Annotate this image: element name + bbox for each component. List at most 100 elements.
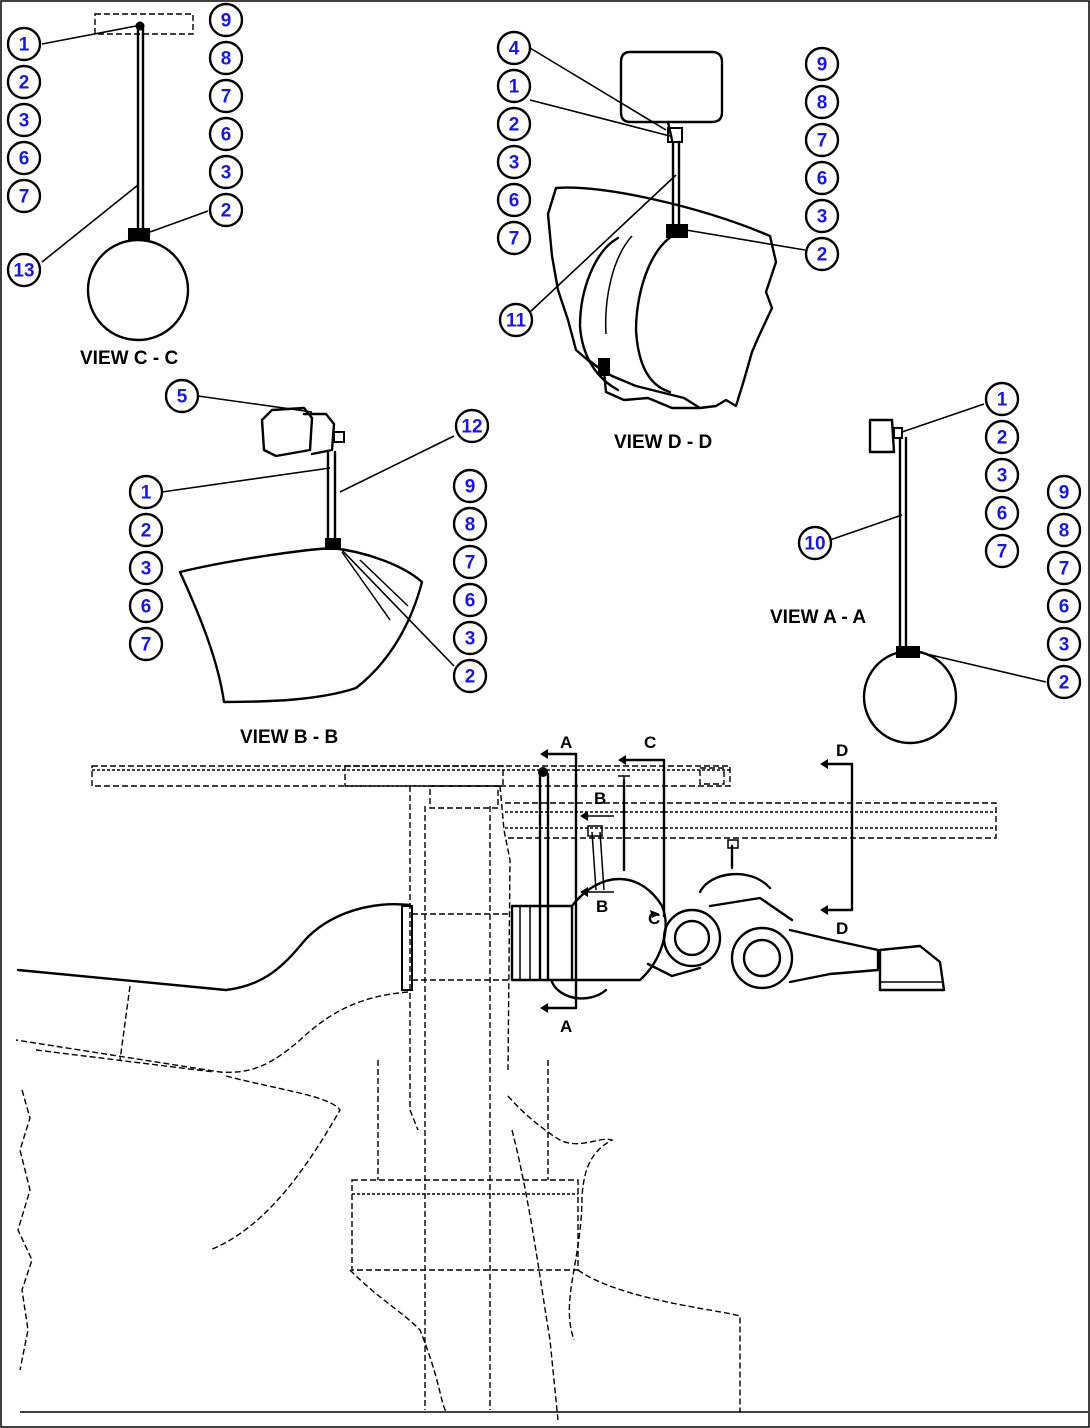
- svg-text:6: 6: [465, 591, 476, 612]
- view-c-callout-right-1: 8: [208, 40, 244, 76]
- view-b-callout-right-0: 12: [454, 408, 490, 444]
- svg-text:6: 6: [997, 504, 1008, 525]
- section-a-bottom: A: [560, 1017, 572, 1036]
- svg-text:1: 1: [997, 390, 1008, 411]
- svg-text:7: 7: [1059, 559, 1070, 580]
- section-c-bottom: C: [648, 909, 660, 928]
- svg-text:9: 9: [1059, 483, 1070, 504]
- view-b-callout-right-4: 6: [452, 582, 488, 618]
- view-c-drawing: [41, 13, 209, 342]
- svg-text:6: 6: [141, 597, 152, 618]
- view-b-callout-left-3: 3: [128, 550, 164, 586]
- view-d-callout-left-4: 6: [496, 182, 532, 218]
- svg-text:9: 9: [817, 55, 828, 76]
- svg-text:9: 9: [221, 11, 232, 32]
- view-d-callout-left-1: 1: [496, 68, 532, 104]
- svg-text:2: 2: [1059, 673, 1070, 694]
- svg-text:6: 6: [19, 149, 30, 170]
- svg-text:3: 3: [817, 207, 828, 228]
- view-a-callout-10: 10: [797, 525, 833, 561]
- svg-text:2: 2: [997, 428, 1008, 449]
- view-d-callout-11: 11: [498, 302, 534, 338]
- view-a-callout-right-0: 9: [1046, 474, 1082, 510]
- view-a-callout-left-3: 6: [984, 495, 1020, 531]
- view-c-callout-right-3: 6: [208, 116, 244, 152]
- view-a-callout-right-5: 2: [1046, 664, 1082, 700]
- section-d-top: D: [836, 741, 848, 760]
- view-c-callout-left-0: 1: [6, 26, 42, 62]
- view-d-callout-right-5: 2: [804, 236, 840, 272]
- svg-text:2: 2: [817, 245, 828, 266]
- view-c-callout-left-2: 3: [6, 102, 42, 138]
- svg-text:13: 13: [13, 261, 34, 282]
- svg-text:2: 2: [509, 115, 520, 136]
- svg-text:12: 12: [461, 417, 482, 438]
- view-b-callout-left-4: 6: [128, 588, 164, 624]
- svg-text:4: 4: [509, 39, 520, 60]
- section-a-top: A: [560, 733, 572, 752]
- view-b-drawing: [161, 395, 455, 704]
- svg-text:6: 6: [221, 125, 232, 146]
- svg-text:8: 8: [817, 93, 828, 114]
- section-b-top: B: [594, 789, 606, 808]
- view-d-label: VIEW D - D: [614, 432, 712, 453]
- view-b-callout-left-1: 1: [128, 474, 164, 510]
- view-a-callout-left-4: 7: [984, 533, 1020, 569]
- svg-text:7: 7: [465, 553, 476, 574]
- view-b-callout-left-0: 5: [164, 378, 200, 414]
- svg-text:3: 3: [141, 559, 152, 580]
- view-c-callout-right-5: 2: [208, 192, 244, 228]
- view-d-callout-left-0: 4: [496, 30, 532, 66]
- view-a-callout-left-2: 3: [984, 457, 1020, 493]
- svg-text:8: 8: [1059, 521, 1070, 542]
- view-b-callout-right-2: 8: [452, 506, 488, 542]
- view-d-callout-left-3: 3: [496, 144, 532, 180]
- view-b-callout-left-2: 2: [128, 512, 164, 548]
- view-c-callout-right-0: 9: [208, 2, 244, 38]
- view-a-callout-right-1: 8: [1046, 512, 1082, 548]
- svg-text:9: 9: [465, 477, 476, 498]
- svg-text:7: 7: [997, 542, 1008, 563]
- svg-text:2: 2: [19, 73, 30, 94]
- svg-text:8: 8: [465, 515, 476, 536]
- svg-text:11: 11: [506, 311, 527, 332]
- view-c-callout-left-4: 7: [6, 178, 42, 214]
- view-c-callout-left-3: 6: [6, 140, 42, 176]
- view-a-callout-right-2: 7: [1046, 550, 1082, 586]
- main-assembly-drawing: [15, 749, 1088, 1421]
- view-c-callout-13: 13: [6, 252, 42, 288]
- svg-text:7: 7: [509, 229, 520, 250]
- svg-text:3: 3: [221, 163, 232, 184]
- svg-text:1: 1: [509, 77, 520, 98]
- svg-text:6: 6: [1059, 597, 1070, 618]
- view-d-drawing: [529, 47, 806, 410]
- svg-text:1: 1: [141, 483, 152, 504]
- view-c-callout-right-2: 7: [208, 78, 244, 114]
- svg-text:6: 6: [509, 191, 520, 212]
- view-a-callout-left-1: 2: [984, 419, 1020, 455]
- callout-layer: 1236798763213412367987632115123671298763…: [6, 2, 1082, 700]
- view-a-callout-right-4: 3: [1046, 626, 1082, 662]
- svg-text:7: 7: [221, 87, 232, 108]
- view-d-callout-left-5: 7: [496, 220, 532, 256]
- view-b-callout-right-6: 2: [452, 658, 488, 694]
- view-b-callout-right-3: 7: [452, 544, 488, 580]
- view-b-callout-right-5: 3: [452, 620, 488, 656]
- view-c-label: VIEW C - C: [80, 348, 178, 369]
- svg-text:3: 3: [1059, 635, 1070, 656]
- view-d-callout-right-2: 7: [804, 122, 840, 158]
- section-c-top: C: [644, 733, 656, 752]
- svg-text:7: 7: [817, 131, 828, 152]
- svg-text:1: 1: [19, 35, 30, 56]
- view-b-label: VIEW B - B: [240, 727, 338, 748]
- view-a-callout-left-0: 1: [984, 381, 1020, 417]
- view-a-label: VIEW A - A: [770, 607, 866, 628]
- view-a-callout-right-3: 6: [1046, 588, 1082, 624]
- view-c-callout-left-1: 2: [6, 64, 42, 100]
- view-d-callout-right-3: 6: [804, 160, 840, 196]
- svg-text:10: 10: [804, 534, 825, 555]
- svg-text:3: 3: [19, 111, 30, 132]
